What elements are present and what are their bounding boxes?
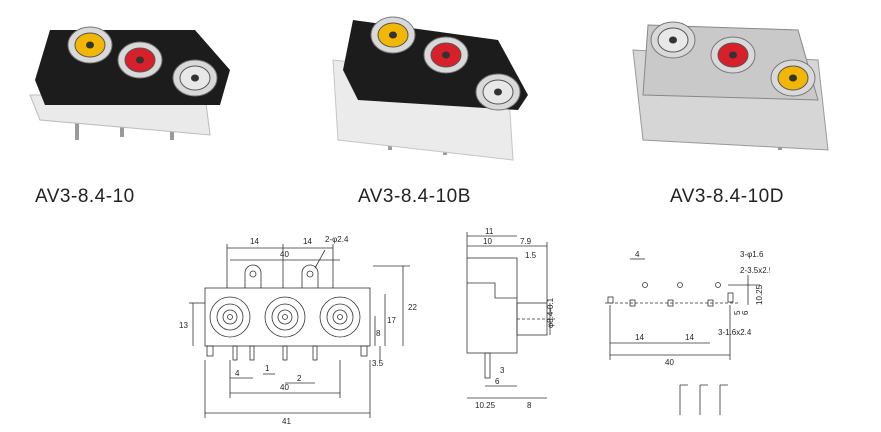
dim-diameter: φ8.4-0.1 <box>546 297 555 328</box>
dim-5-v: 5 <box>733 310 742 315</box>
product-photo-av3-8-4-10d <box>632 21 829 151</box>
rca-socket-2 <box>117 41 163 79</box>
rca-socket-1 <box>67 26 113 64</box>
model-label-3: AV3-8.4-10D <box>670 186 784 207</box>
front-view-drawing: 14 14 2-φ2.4 40 13 22 17 8 3.5 4 1 2 40 … <box>179 235 417 426</box>
slot-callout: 2-3.5x2.5 <box>740 266 770 275</box>
dim-14b: 14 <box>685 333 694 342</box>
model-label-1: AV3-8.4-10 <box>35 186 135 207</box>
rca-socket-2 <box>710 36 756 74</box>
hole-callout-3: 3-φ1.6 <box>740 250 764 259</box>
dim-3: 3 <box>500 366 505 375</box>
rca-socket-3 <box>475 73 521 111</box>
dim-10-25-v: 10.25 <box>755 284 764 305</box>
dim-pin-1: 1 <box>265 364 270 373</box>
dim-10: 10 <box>483 237 492 246</box>
dim-bottom-41: 41 <box>282 417 291 426</box>
front-socket-2 <box>264 296 306 338</box>
dim-14a: 14 <box>635 333 644 342</box>
dim-6-v: 6 <box>741 310 750 315</box>
dim-17: 17 <box>387 316 396 325</box>
pad-callout: 3-1.6x2.4 <box>718 328 752 337</box>
front-socket-3 <box>319 296 361 338</box>
dim-22: 22 <box>408 303 417 312</box>
front-socket-1 <box>209 296 251 338</box>
rca-socket-3 <box>172 59 218 97</box>
dim-1-5: 1.5 <box>525 251 537 260</box>
dim-top-14b: 14 <box>303 237 312 246</box>
dim-11: 11 <box>485 228 494 236</box>
product-photo-av3-8-4-10b <box>332 16 528 161</box>
dim-3-5: 3.5 <box>372 359 384 368</box>
rca-socket-1 <box>370 16 416 54</box>
dim-7-9: 7.9 <box>520 237 532 246</box>
dim-bottom-40: 40 <box>280 383 289 392</box>
dim-8: 8 <box>376 329 381 338</box>
side-view-drawing: 11 10 7.9 1.5 φ8.4-0.1 3 6 10.25 8 <box>466 228 555 410</box>
product-photo-av3-8-4-10 <box>29 26 230 140</box>
dim-pitch-4: 4 <box>635 250 640 259</box>
hole-callout: 2-φ2.4 <box>325 235 349 244</box>
dim-8-bottom: 8 <box>527 401 532 410</box>
dim-pin-2: 2 <box>297 374 302 383</box>
rca-socket-1 <box>650 21 696 59</box>
dim-top-14a: 14 <box>250 237 259 246</box>
dim-total-40: 40 <box>665 358 674 367</box>
side-housing-outline <box>466 257 518 354</box>
dim-6: 6 <box>495 377 500 386</box>
model-label-2: AV3-8.4-10B <box>358 186 471 207</box>
dim-pin-4: 4 <box>235 369 240 378</box>
dim-13: 13 <box>179 321 188 330</box>
rca-socket-3 <box>770 59 816 97</box>
rca-socket-2 <box>423 36 469 74</box>
dim-40-top: 40 <box>280 250 289 259</box>
front-housing-outline <box>204 287 371 347</box>
pcb-footprint-drawing: 4 3-φ1.6 2-3.5x2.5 10.25 6 5 14 14 3-1.6… <box>605 250 770 415</box>
dim-10-25: 10.25 <box>475 401 496 410</box>
